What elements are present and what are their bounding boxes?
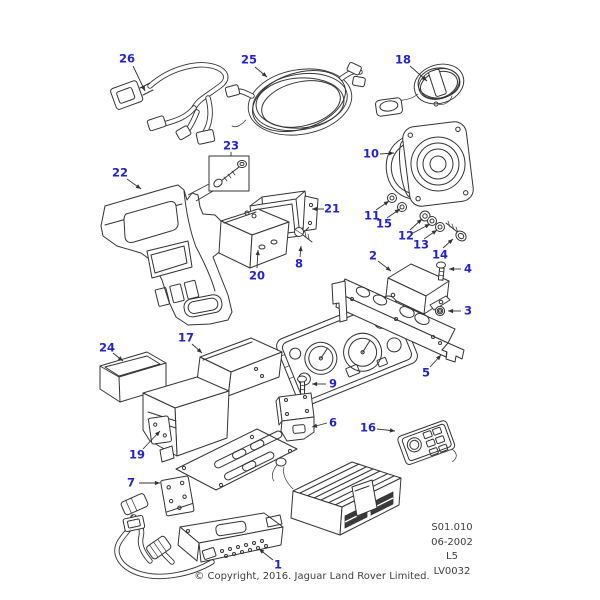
callout-1[interactable]: 1: [273, 557, 283, 572]
part-16-switch-panel-drawing: [397, 420, 457, 465]
drawing-reference-block: S01.010 06-2002 L5 LV0032: [407, 521, 497, 579]
part-1-harness-drawing: [114, 493, 215, 579]
part-24-tray-drawing: [99, 351, 167, 403]
callout-15[interactable]: 15: [375, 216, 393, 231]
callout-22[interactable]: 22: [111, 165, 129, 180]
callout-12[interactable]: 12: [397, 228, 415, 243]
connector-holes: [220, 539, 268, 558]
copyright-notice: © Copyright, 2016. Jaguar Land Rover Lim…: [194, 571, 430, 582]
callout-25[interactable]: 25: [240, 52, 258, 67]
part-3-nut-drawing: [434, 305, 446, 317]
callout-19[interactable]: 19: [128, 447, 146, 462]
sheet-date: 06-2002: [431, 536, 473, 548]
drawing-number: LV0032: [433, 565, 471, 577]
model-code: L5: [446, 551, 458, 562]
callout-7[interactable]: 7: [126, 475, 136, 490]
speaker-fixings-drawing: [387, 193, 467, 242]
callout-13[interactable]: 13: [412, 237, 430, 252]
callout-18[interactable]: 18: [394, 52, 412, 67]
part-25-harness-loom-drawing: [224, 61, 366, 136]
part-8-screw-drawing: [294, 227, 313, 243]
callout-14[interactable]: 14: [431, 247, 449, 262]
part-18-antenna-drawing: [375, 63, 465, 117]
part-22-console-panel-drawing: [100, 184, 233, 326]
part-4-screw-drawing: [436, 261, 446, 281]
callout-6[interactable]: 6: [328, 415, 338, 430]
part-23-fixings-box-drawing: [187, 155, 250, 202]
part-5-support-bracket-drawing: [331, 278, 465, 363]
sheet-number: S01.010: [431, 522, 473, 533]
part-1-tuner-box-drawing: [177, 512, 284, 563]
leader-lines: [112, 65, 461, 561]
part-19-enclosure-drawing: [142, 376, 230, 463]
part-17-box-drawing: [196, 337, 283, 397]
callout-5[interactable]: 5: [421, 365, 431, 380]
callout-26[interactable]: 26: [118, 51, 136, 66]
part-6-bracket-drawing: [275, 392, 315, 442]
callout-2[interactable]: 2: [368, 248, 378, 263]
callout-17[interactable]: 17: [177, 330, 195, 345]
part-10-speaker-drawing: [385, 121, 474, 207]
callout-20[interactable]: 20: [248, 268, 266, 283]
callout-16[interactable]: 16: [359, 420, 377, 435]
part-2-amplifier-drawing: [385, 263, 451, 315]
part-9-screw-drawing: [297, 375, 307, 395]
callout-11[interactable]: 11: [363, 208, 381, 223]
callout-4[interactable]: 4: [463, 261, 473, 276]
part-20-radio-drawing: [218, 208, 290, 269]
callout-21[interactable]: 21: [323, 201, 341, 216]
callout-23[interactable]: 23: [222, 138, 240, 153]
radio-cassette-unit-drawing: [271, 457, 402, 536]
callout-8[interactable]: 8: [294, 256, 304, 271]
part-26-harness-drawing: [110, 62, 229, 145]
mounting-plate-drawing: [175, 428, 298, 491]
callout-3[interactable]: 3: [463, 303, 473, 318]
part-7-bracket-drawing: [160, 475, 195, 517]
callout-10[interactable]: 10: [362, 146, 380, 161]
callout-24[interactable]: 24: [98, 340, 116, 355]
callout-9[interactable]: 9: [328, 376, 338, 391]
